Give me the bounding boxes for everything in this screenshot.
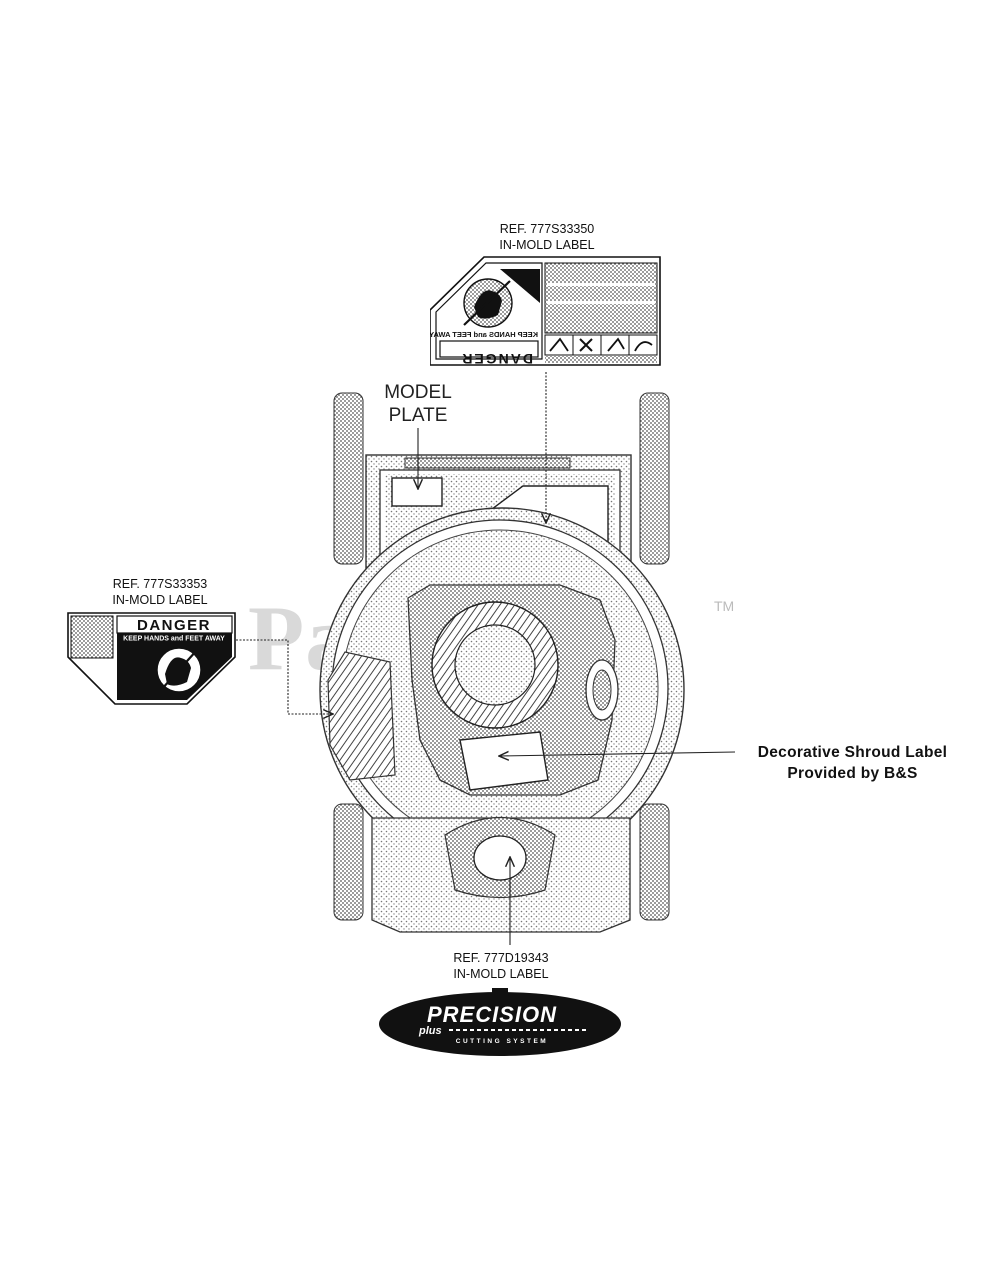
- shroud-leader: [500, 752, 736, 756]
- precision-plus-logo: PRECISION plus CUTTING SYSTEM: [379, 988, 621, 1056]
- model-plate-caption: MODEL PLATE: [358, 381, 478, 427]
- model-plate-line2: PLATE: [388, 405, 448, 426]
- top-decal-sub-mirrored: KEEP HANDS and FEET AWAY: [430, 330, 538, 339]
- left-label-caption: REF. 777S33353 IN-MOLD LABEL: [80, 576, 240, 608]
- rear-left-wheel: [333, 392, 364, 565]
- left-label-ref: REF. 777S33353: [112, 577, 208, 591]
- left-label-type: IN-MOLD LABEL: [112, 593, 208, 607]
- precision-plus: plus: [418, 1025, 442, 1037]
- shroud-label-area: [459, 731, 549, 791]
- side-chute: [327, 651, 396, 781]
- left-decal-danger: DANGER: [137, 617, 211, 634]
- top-label-type: IN-MOLD LABEL: [499, 238, 595, 252]
- top-danger-decal: KEEP HANDS and FEET AWAY DANGER: [430, 256, 661, 367]
- shroud-label-caption: Decorative Shroud Label Provided by B&S: [730, 742, 975, 784]
- model-plate-line1: MODEL: [384, 382, 452, 403]
- left-label-leader: [236, 639, 332, 714]
- left-decal-sub: KEEP HANDS and FEET AWAY: [123, 636, 225, 643]
- front-left-wheel: [333, 803, 364, 921]
- precision-word: PRECISION: [427, 1002, 557, 1027]
- watermark-trademark: TM: [714, 598, 735, 614]
- front-right-wheel: [639, 803, 670, 921]
- model-plate-box: [391, 477, 443, 507]
- rear-right-wheel: [639, 392, 670, 565]
- shroud-line1: Decorative Shroud Label: [757, 744, 948, 761]
- bottom-label-caption: REF. 777D19343 IN-MOLD LABEL: [421, 950, 581, 982]
- top-decal-danger-mirrored: DANGER: [460, 351, 533, 367]
- left-danger-decal: DANGER KEEP HANDS and FEET AWAY: [67, 612, 236, 705]
- top-label-caption: REF. 777S33350 IN-MOLD LABEL: [467, 221, 627, 253]
- precision-sub: CUTTING SYSTEM: [456, 1038, 548, 1045]
- bottom-label-ref: REF. 777D19343: [453, 951, 549, 965]
- bottom-label-type: IN-MOLD LABEL: [453, 967, 549, 981]
- top-label-ref: REF. 777S33350: [499, 222, 595, 236]
- shroud-line2: Provided by B&S: [787, 765, 918, 782]
